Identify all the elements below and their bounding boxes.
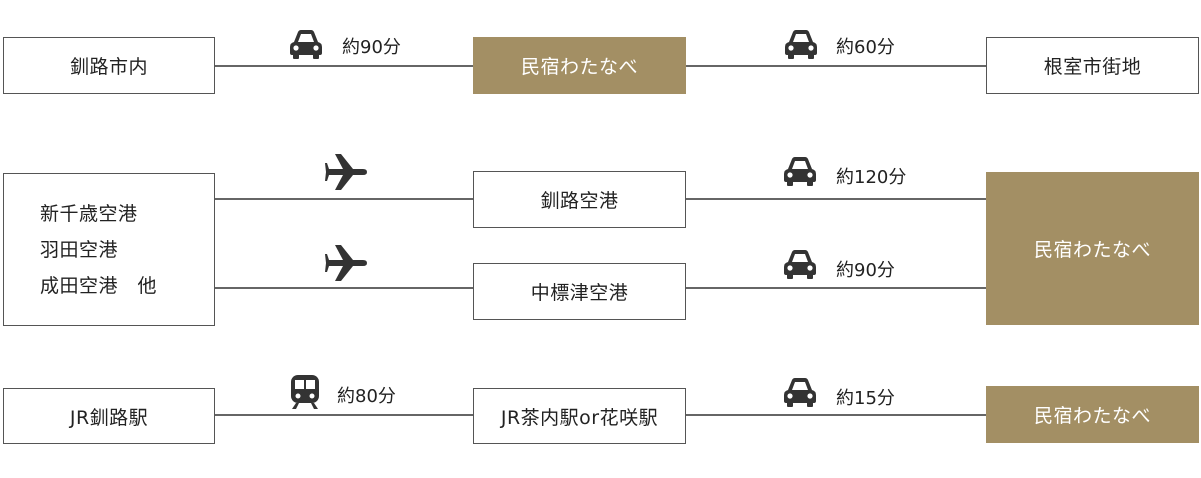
route3-destination-box: 民宿わたなべ <box>986 386 1199 443</box>
route2-destination-box: 民宿わたなべ <box>986 172 1199 325</box>
route2-branch2-connector-left <box>214 287 474 289</box>
route3-leg1-time: 約80分 <box>337 386 396 407</box>
route2-branch1-via-box: 釧路空港 <box>473 171 686 228</box>
car-icon <box>780 155 820 187</box>
route2-branch2-connector-right <box>686 287 986 289</box>
route1-leg1-time: 約90分 <box>342 37 401 58</box>
route2-origin-box: 新千歳空港 羽田空港 成田空港 他 <box>3 173 215 326</box>
route2-branch2-leg2-time: 約90分 <box>836 260 895 281</box>
route2-branch2-via-label: 中標津空港 <box>530 282 629 304</box>
route2-branch1-leg2-time: 約120分 <box>836 167 907 188</box>
route3-via-box: JR茶内駅or花咲駅 <box>473 388 686 444</box>
route1-origin-box: 釧路市内 <box>3 37 215 94</box>
route1-destination-label: 根室市街地 <box>1043 56 1142 78</box>
route2-branch1-via-label: 釧路空港 <box>540 190 619 212</box>
route1-connector-right <box>686 65 986 67</box>
route3-leg2-time: 約15分 <box>836 388 895 409</box>
route1-via-box: 民宿わたなべ <box>473 37 686 94</box>
car-icon <box>780 376 820 408</box>
route1-via-label: 民宿わたなべ <box>520 56 638 78</box>
route1-leg2-time: 約60分 <box>836 37 895 58</box>
train-icon <box>288 374 322 410</box>
route3-connector-left <box>214 414 474 416</box>
route2-origin-line: 羽田空港 <box>40 238 119 261</box>
route2-destination-label: 民宿わたなべ <box>1033 239 1151 261</box>
route3-connector-right <box>686 414 986 416</box>
car-icon <box>286 28 326 60</box>
route2-origin-line: 成田空港 他 <box>40 274 158 297</box>
route2-branch2-via-box: 中標津空港 <box>473 263 686 320</box>
car-icon <box>780 248 820 280</box>
route2-origin-line: 新千歳空港 <box>40 202 138 225</box>
route3-via-label: JR茶内駅or花咲駅 <box>500 406 659 429</box>
route3-origin-label: JR釧路駅 <box>69 406 149 429</box>
car-icon <box>781 28 821 60</box>
airplane-icon <box>325 243 369 283</box>
route3-origin-box: JR釧路駅 <box>3 388 215 444</box>
route1-origin-label: 釧路市内 <box>69 56 148 78</box>
route3-destination-label: 民宿わたなべ <box>1033 405 1151 427</box>
route2-branch1-connector-right <box>686 198 986 200</box>
route2-branch1-connector-left <box>214 198 474 200</box>
route1-connector-left <box>214 65 474 67</box>
route1-destination-box: 根室市街地 <box>986 37 1199 94</box>
airplane-icon <box>325 152 369 192</box>
